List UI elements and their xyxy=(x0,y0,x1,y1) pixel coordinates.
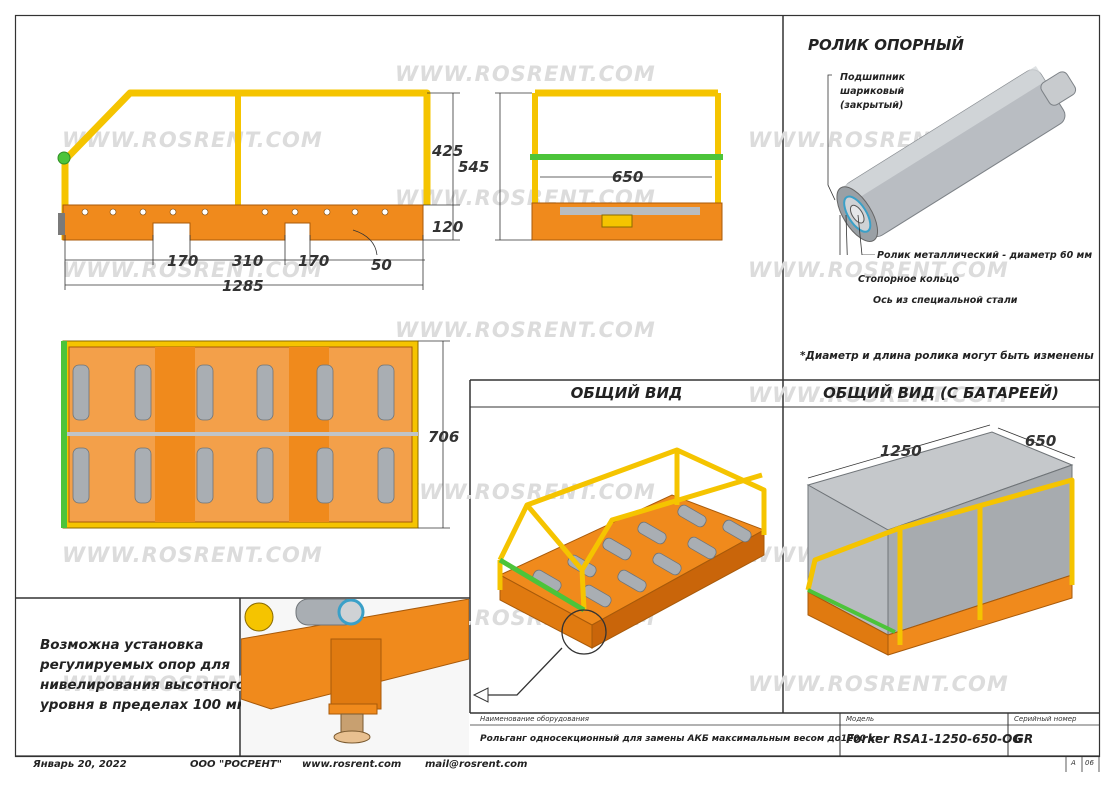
dim-front-width: 650 xyxy=(612,168,644,186)
dim-total-length: 1285 xyxy=(222,277,264,295)
watermark: WWW.ROSRENT.COM xyxy=(395,480,656,504)
watermark: WWW.ROSRENT.COM xyxy=(62,128,323,152)
roller-drawing xyxy=(827,65,1077,255)
watermark: WWW.ROSRENT.COM xyxy=(748,258,1009,282)
roller-ring-label: Стопорное кольцо xyxy=(858,274,960,285)
dim-slot-a: 170 xyxy=(167,252,199,270)
roller-bearing-label-1: Подшипник xyxy=(840,72,906,83)
support-note-line-1: Возможна установка xyxy=(40,637,204,653)
sheet-number: 06 xyxy=(1085,759,1094,767)
dim-battery-width: 650 xyxy=(1025,432,1057,450)
support-note-line-2: регулируемых опор для xyxy=(40,657,230,673)
serial-label: Серийный номер xyxy=(1014,715,1077,723)
front-view-drawing xyxy=(495,89,723,241)
battery-view-title: ОБЩИЙ ВИД (С БАТАРЕЕЙ) xyxy=(823,384,1059,402)
plan-view-drawing xyxy=(61,340,450,529)
roller-title: РОЛИК ОПОРНЫЙ xyxy=(808,36,964,54)
model-label: Модель xyxy=(846,715,875,723)
battery-view-drawing xyxy=(805,424,1076,656)
equipment-label: Наименование оборудования xyxy=(480,715,589,723)
general-view-title: ОБЩИЙ ВИД xyxy=(570,384,683,402)
roller-bearing-label-2: шариковый xyxy=(840,86,905,97)
dim-slot-b: 170 xyxy=(298,252,330,270)
serial-value: GR xyxy=(1014,732,1034,746)
equipment-value: Рольганг односекционный для замены АКБ м… xyxy=(480,734,880,744)
dim-battery-length: 1250 xyxy=(880,442,922,460)
watermark: WWW.ROSRENT.COM xyxy=(62,543,323,567)
watermark: WWW.ROSRENT.COM xyxy=(62,258,323,282)
watermark: WWW.ROSRENT.COM xyxy=(395,318,656,342)
watermark: WWW.ROSRENT.COM xyxy=(748,672,1009,696)
dim-side-height: 425 xyxy=(432,142,464,160)
roller-bearing-label-3: (закрытый) xyxy=(840,100,904,111)
footer-company: ООО "РОСРЕНТ" xyxy=(190,759,282,770)
dim-plan-width: 706 xyxy=(428,428,460,446)
dim-edge-offset: 50 xyxy=(371,256,392,274)
roller-metal-label: Ролик металлический - диаметр 60 мм xyxy=(877,250,1093,261)
dim-base-height: 120 xyxy=(432,218,464,236)
general-view-drawing xyxy=(472,447,767,703)
support-foot-detail xyxy=(241,599,469,755)
support-note-line-4: уровня в пределах 100 мм xyxy=(40,697,248,713)
format-label: A xyxy=(1071,759,1076,767)
footer-date: Январь 20, 2022 xyxy=(33,759,127,770)
side-view-drawing xyxy=(57,89,460,290)
dim-front-height: 545 xyxy=(458,158,490,176)
roller-footnote: *Диаметр и длина ролика могут быть измен… xyxy=(800,350,1094,362)
dim-slot-mid: 310 xyxy=(232,252,264,270)
roller-axle-label: Ось из специальной стали xyxy=(873,295,1018,306)
footer-email[interactable]: mail@rosrent.com xyxy=(425,759,528,770)
watermark: WWW.ROSRENT.COM xyxy=(748,383,1009,407)
support-note-line-3: нивелирования высотного xyxy=(40,677,246,693)
footer-website[interactable]: www.rosrent.com xyxy=(302,759,402,770)
model-value: Forker RSA1-1250-650-OG xyxy=(846,732,1023,746)
watermark: WWW.ROSRENT.COM xyxy=(395,62,656,86)
